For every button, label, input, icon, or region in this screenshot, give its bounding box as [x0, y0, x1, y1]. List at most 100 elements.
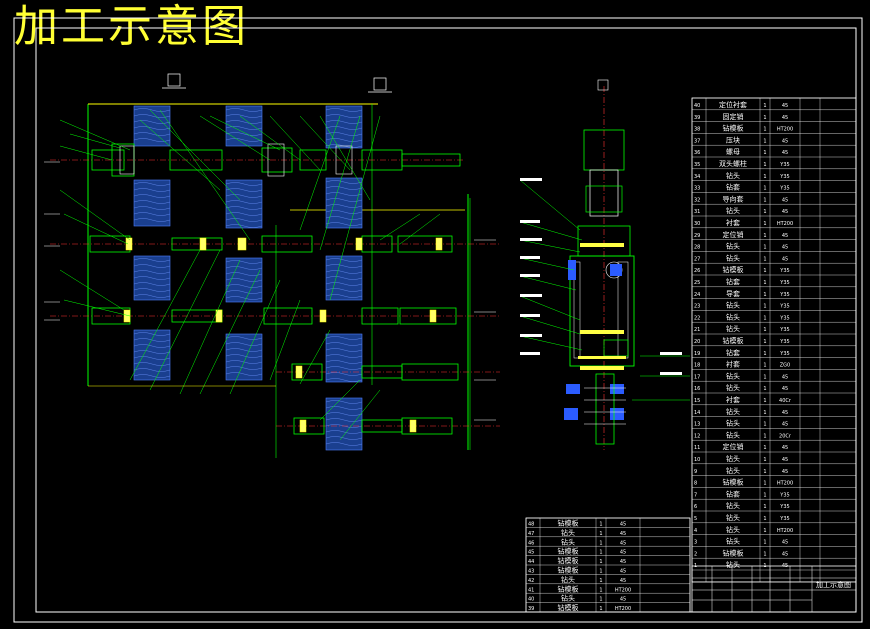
bom-row-name: 钻头 [726, 501, 740, 510]
bom-row-material: HT200 [777, 528, 793, 534]
bom-row-number: 39 [528, 606, 534, 612]
bom-row-number: 40 [694, 103, 700, 109]
bom-row-material: Y35 [779, 492, 789, 498]
bom-row-material: 45 [782, 374, 788, 380]
bom-row-name: 钻套 [726, 489, 740, 498]
bom-row-material: 45 [782, 457, 788, 463]
bom-row-name: 钻模板 [723, 336, 744, 345]
bom-row-material: 45 [620, 522, 626, 528]
bom-row-number: 13 [694, 422, 700, 428]
bom-row-material: 45 [620, 578, 626, 584]
bom-row-material: Y35 [779, 292, 789, 298]
bom-row-name: 定位销 [723, 442, 744, 451]
bom-row-number: 41 [528, 587, 534, 593]
bom-row-number: 36 [694, 150, 700, 156]
bom-row-qty: 1 [763, 504, 766, 510]
bom-row-name: 导向套 [723, 194, 744, 203]
bom-row-number: 43 [528, 569, 534, 575]
bom-row-number: 27 [694, 256, 700, 262]
bom-row-name: 钻头 [726, 560, 740, 569]
bom-row-number: 11 [694, 445, 700, 451]
bom-row-number: 47 [528, 531, 534, 537]
bom-row-qty: 1 [763, 457, 766, 463]
drawing-title: 加工示意图 [14, 1, 249, 52]
bom-row-qty: 1 [599, 587, 602, 593]
bom-row-number: 10 [694, 457, 700, 463]
bom-row-name: 钻套 [726, 183, 740, 192]
bom-row-number: 34 [694, 174, 700, 180]
bom-row-number: 19 [694, 351, 700, 357]
bom-row-name: 钻头 [726, 525, 740, 534]
bom-row-number: 16 [694, 386, 700, 392]
bom-row-number: 14 [694, 410, 700, 416]
bom-row-name: 螺母 [726, 147, 740, 156]
bom-row-number: 30 [694, 221, 700, 227]
bom-row-material: 45 [782, 233, 788, 239]
bom-row-name: 导套 [726, 289, 740, 298]
outer-frame [13, 17, 863, 623]
bom-row-name: 定位销 [723, 230, 744, 239]
bom-row-material: 45 [782, 540, 788, 546]
bom-row-qty: 1 [763, 138, 766, 144]
bom-row-material: Y35 [779, 174, 789, 180]
bom-row-material: 45 [782, 386, 788, 392]
bom-row-name: 钻头 [726, 513, 740, 522]
bom-row-material: Y35 [779, 162, 789, 168]
bom-row-material: 40Cr [779, 398, 792, 404]
bom-row-number: 33 [694, 186, 700, 192]
bom-row-qty: 1 [763, 245, 766, 251]
bom-row-name: 钻模板 [558, 603, 579, 612]
bom-row-number: 5 [694, 516, 697, 522]
bom-row-name: 钻头 [726, 430, 740, 439]
bom-row-name: 衬套 [726, 395, 740, 404]
bom-row-number: 29 [694, 233, 700, 239]
bom-row-name: 钻头 [726, 301, 740, 310]
bom-row-name: 钻头 [726, 253, 740, 262]
bom-row-name: 钻头 [561, 594, 575, 603]
bom-row-name: 钻模板 [723, 265, 744, 274]
bom-row-name: 钻头 [726, 383, 740, 392]
bom-row-material: Y35 [779, 327, 789, 333]
bom-row-number: 6 [694, 504, 697, 510]
bom-row-material: 45 [620, 550, 626, 556]
bom-row-material: 45 [782, 256, 788, 262]
bom-row-qty: 1 [763, 186, 766, 192]
bom-row-material: 45 [782, 103, 788, 109]
bom-row-number: 9 [694, 469, 697, 475]
bom-row-number: 25 [694, 280, 700, 286]
bom-row-name: 衬套 [726, 360, 740, 369]
bom-row-material: HT200 [777, 481, 793, 487]
bom-row-number: 15 [694, 398, 700, 404]
bom-row-material: 20Cr [779, 433, 792, 439]
bom-row-number: 46 [528, 540, 534, 546]
bom-row-name: 钻模板 [558, 556, 579, 565]
bom-row-name: 钻头 [561, 575, 575, 584]
bom-row-material: HT200 [615, 606, 631, 612]
bom-row-qty: 1 [763, 162, 766, 168]
bom-row-name: 钻头 [726, 537, 740, 546]
bom-row-number: 39 [694, 115, 700, 121]
bom-row-qty: 1 [599, 597, 602, 603]
bom-row-material: ZG0 [780, 363, 790, 369]
bom-row-qty: 1 [763, 150, 766, 156]
bom-row-material: 45 [782, 551, 788, 557]
bom-row-material: Y35 [779, 268, 789, 274]
bom-row-qty: 1 [763, 516, 766, 522]
bom-row-qty: 1 [763, 551, 766, 557]
bom-row-qty: 1 [763, 103, 766, 109]
bom-row-material: Y35 [779, 351, 789, 357]
bom-row-qty: 1 [763, 256, 766, 262]
bom-row-number: 17 [694, 374, 700, 380]
bom-row-material: Y35 [779, 186, 789, 192]
bom-row-material: 45 [782, 469, 788, 475]
bom-row-qty: 1 [763, 481, 766, 487]
bom-row-qty: 1 [763, 410, 766, 416]
bom-row-material: HT200 [777, 127, 793, 133]
bom-row-qty: 1 [763, 233, 766, 239]
bom-row-qty: 1 [763, 304, 766, 310]
bom-row-material: 45 [782, 197, 788, 203]
bom-row-qty: 1 [763, 433, 766, 439]
bom-row-number: 3 [694, 540, 697, 546]
bom-row-material: 45 [620, 597, 626, 603]
bom-row-name: 钻头 [561, 537, 575, 546]
